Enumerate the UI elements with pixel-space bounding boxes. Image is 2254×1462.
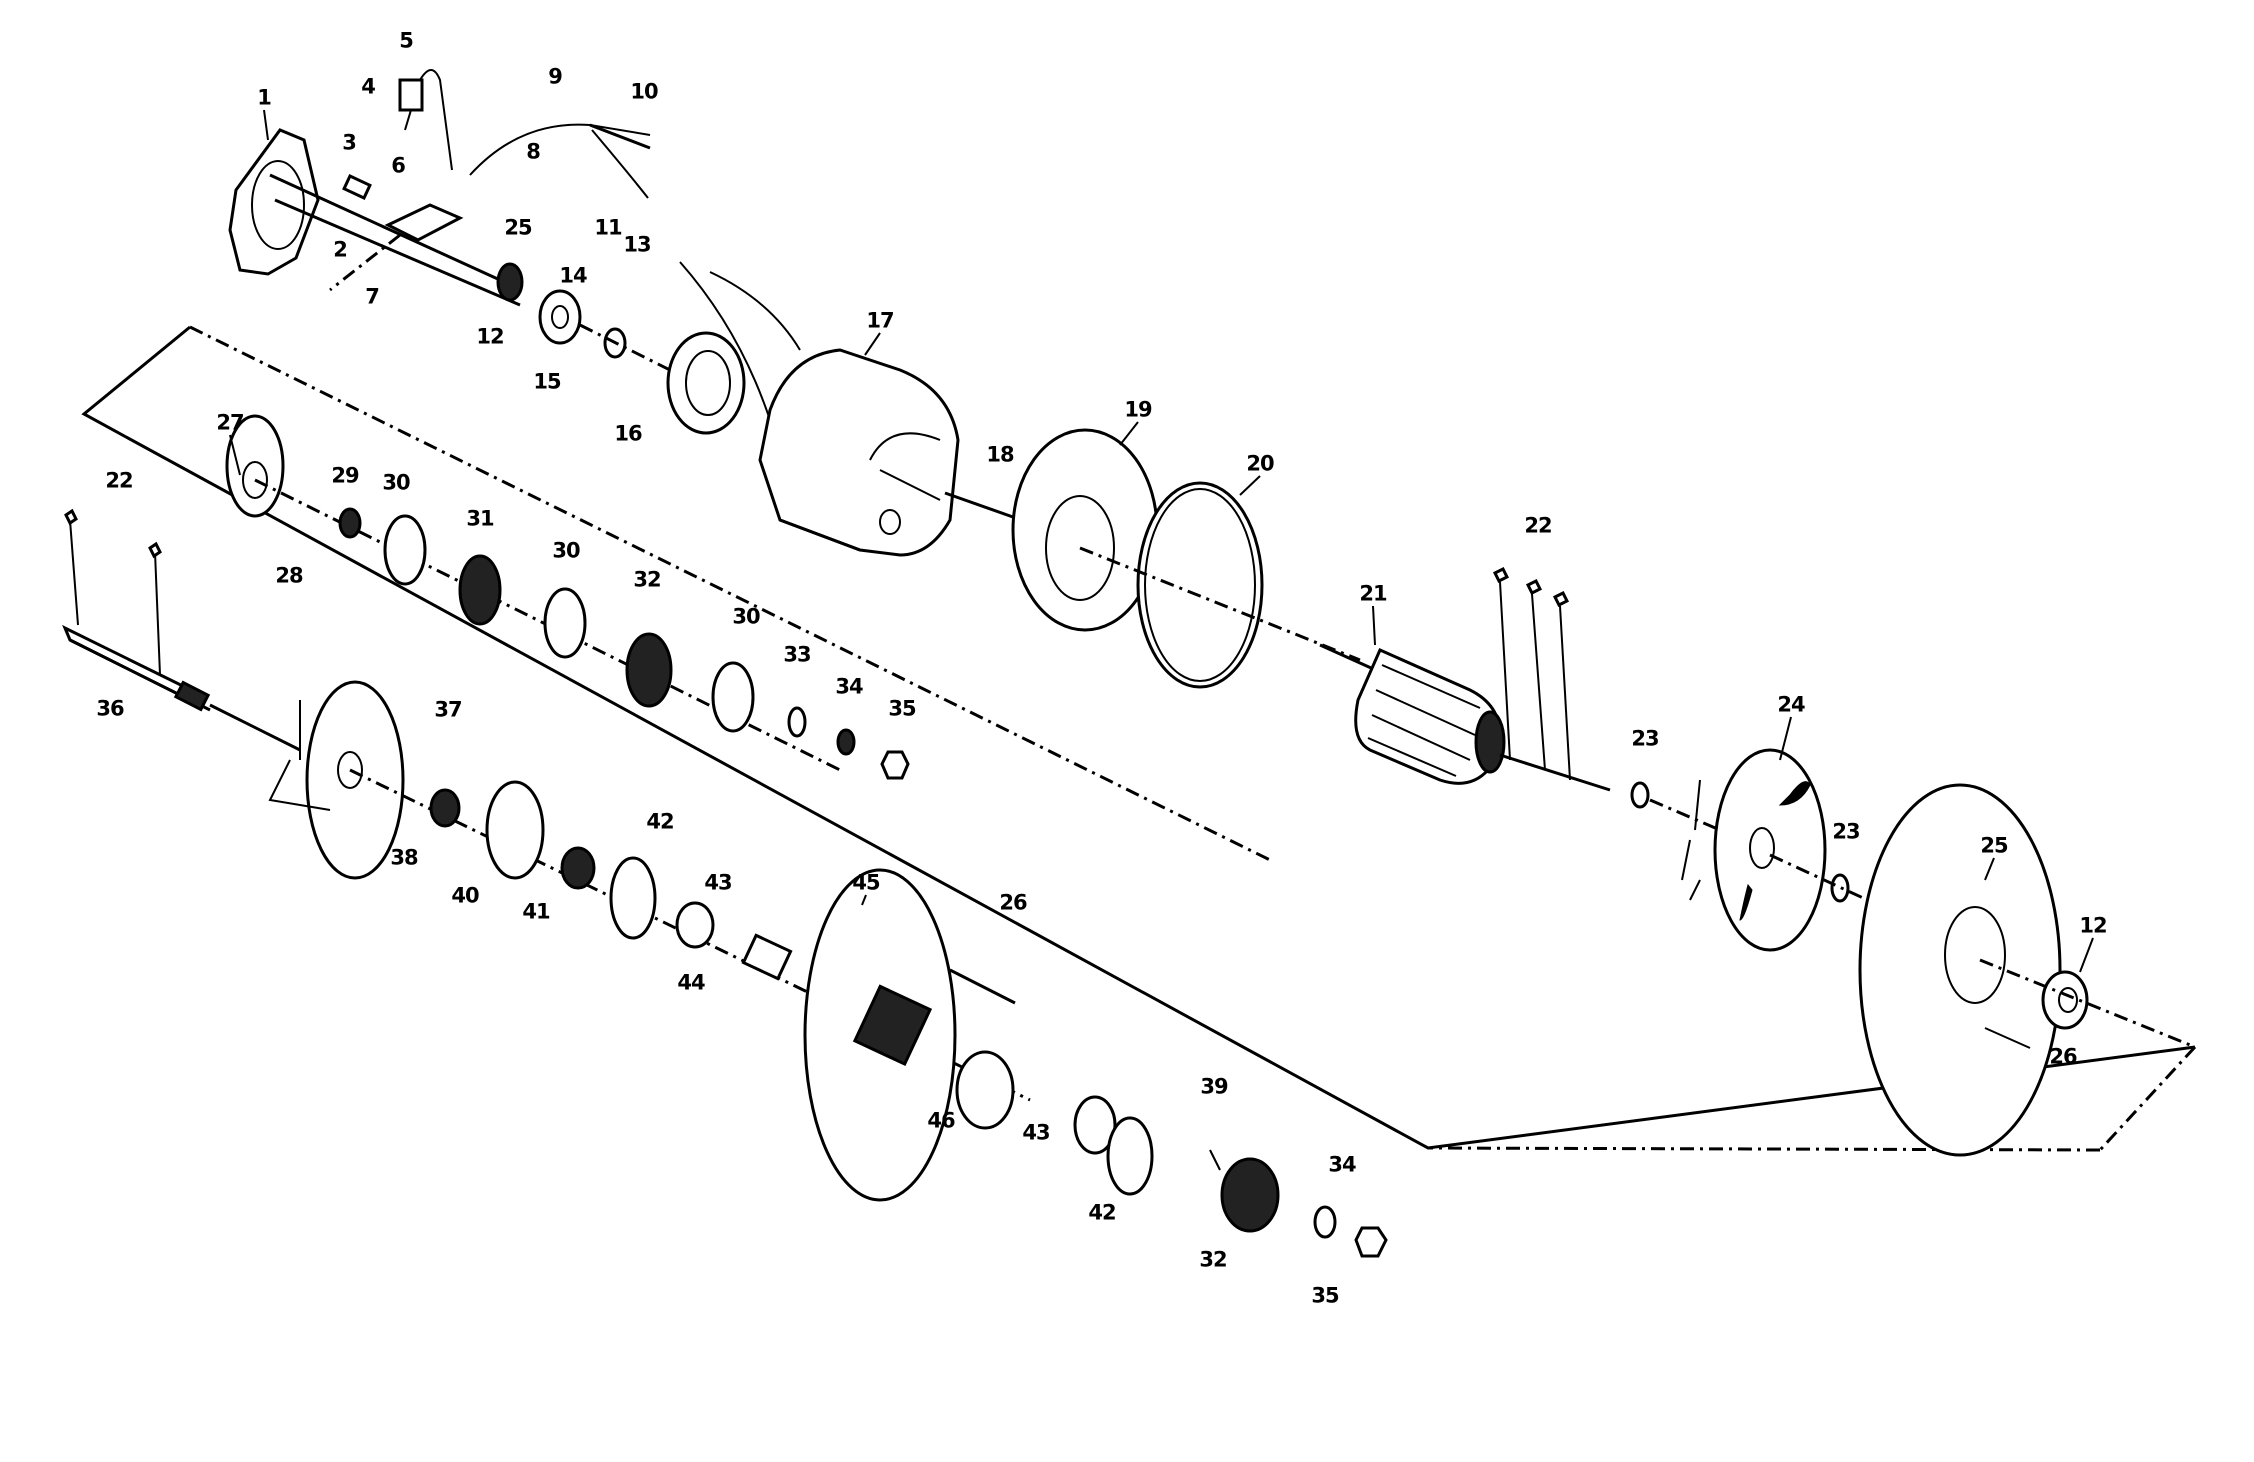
part-label-20: 20 bbox=[1246, 451, 1274, 476]
part-label-42: 42 bbox=[646, 809, 674, 834]
part-label-34: 34 bbox=[1328, 1152, 1356, 1177]
part-label-17: 17 bbox=[866, 308, 894, 333]
part-label-35: 35 bbox=[1311, 1283, 1339, 1308]
part-label-22: 22 bbox=[105, 468, 133, 493]
part-label-12: 12 bbox=[476, 324, 504, 349]
part-label-6: 6 bbox=[391, 153, 406, 178]
part-label-26: 26 bbox=[999, 890, 1027, 915]
motor-housing bbox=[679, 261, 1361, 689]
part-label-19: 19 bbox=[1124, 397, 1152, 422]
part-label-23: 23 bbox=[1832, 819, 1860, 844]
part-label-15: 15 bbox=[533, 369, 561, 394]
part-label-12: 12 bbox=[2079, 913, 2107, 938]
part-label-43: 43 bbox=[704, 870, 732, 895]
part-label-5: 5 bbox=[399, 28, 414, 53]
part-label-2: 2 bbox=[333, 237, 348, 262]
part-label-39: 39 bbox=[1200, 1074, 1228, 1099]
part-label-32: 32 bbox=[633, 567, 661, 592]
part-label-7: 7 bbox=[365, 284, 380, 309]
part-label-28: 28 bbox=[275, 563, 303, 588]
part-label-40: 40 bbox=[451, 883, 479, 908]
part-label-30: 30 bbox=[382, 470, 410, 495]
output-shaft-assembly bbox=[62, 508, 1388, 1258]
part-label-34: 34 bbox=[835, 674, 863, 699]
part-label-21: 21 bbox=[1359, 581, 1387, 606]
part-label-43: 43 bbox=[1022, 1120, 1050, 1145]
part-label-32: 32 bbox=[1199, 1247, 1227, 1272]
rotor-armature bbox=[1319, 566, 1611, 792]
part-label-23: 23 bbox=[1631, 726, 1659, 751]
part-label-36: 36 bbox=[96, 696, 124, 721]
fan-end-assembly bbox=[1630, 748, 2191, 1157]
part-label-35: 35 bbox=[888, 696, 916, 721]
part-label-42: 42 bbox=[1088, 1200, 1116, 1225]
part-label-10: 10 bbox=[630, 79, 658, 104]
part-label-44: 44 bbox=[677, 970, 705, 995]
part-label-22: 22 bbox=[1524, 513, 1552, 538]
part-label-27: 27 bbox=[216, 410, 244, 435]
part-label-11: 11 bbox=[594, 215, 622, 240]
part-label-9: 9 bbox=[548, 64, 563, 89]
part-label-26: 26 bbox=[2049, 1044, 2077, 1069]
part-label-13: 13 bbox=[623, 232, 651, 257]
part-label-1: 1 bbox=[257, 85, 272, 110]
part-label-33: 33 bbox=[783, 642, 811, 667]
part-label-30: 30 bbox=[732, 604, 760, 629]
part-label-46: 46 bbox=[927, 1108, 955, 1133]
part-label-30: 30 bbox=[552, 538, 580, 563]
part-label-18: 18 bbox=[986, 442, 1014, 467]
part-label-3: 3 bbox=[342, 130, 357, 155]
leader-lines bbox=[229, 109, 2094, 973]
part-label-38: 38 bbox=[390, 845, 418, 870]
part-label-41: 41 bbox=[522, 899, 550, 924]
part-label-24: 24 bbox=[1777, 692, 1805, 717]
end-cover-assembly bbox=[228, 69, 746, 435]
part-label-16: 16 bbox=[614, 421, 642, 446]
part-label-45: 45 bbox=[852, 870, 880, 895]
part-label-8: 8 bbox=[526, 139, 541, 164]
part-label-31: 31 bbox=[466, 506, 494, 531]
part-label-37: 37 bbox=[434, 697, 462, 722]
part-label-25: 25 bbox=[504, 215, 532, 240]
part-label-25: 25 bbox=[1980, 833, 2008, 858]
part-label-4: 4 bbox=[361, 74, 376, 99]
part-label-14: 14 bbox=[559, 263, 587, 288]
part-label-29: 29 bbox=[331, 463, 359, 488]
reference-frame bbox=[81, 325, 2197, 1152]
gear-train bbox=[225, 414, 910, 780]
